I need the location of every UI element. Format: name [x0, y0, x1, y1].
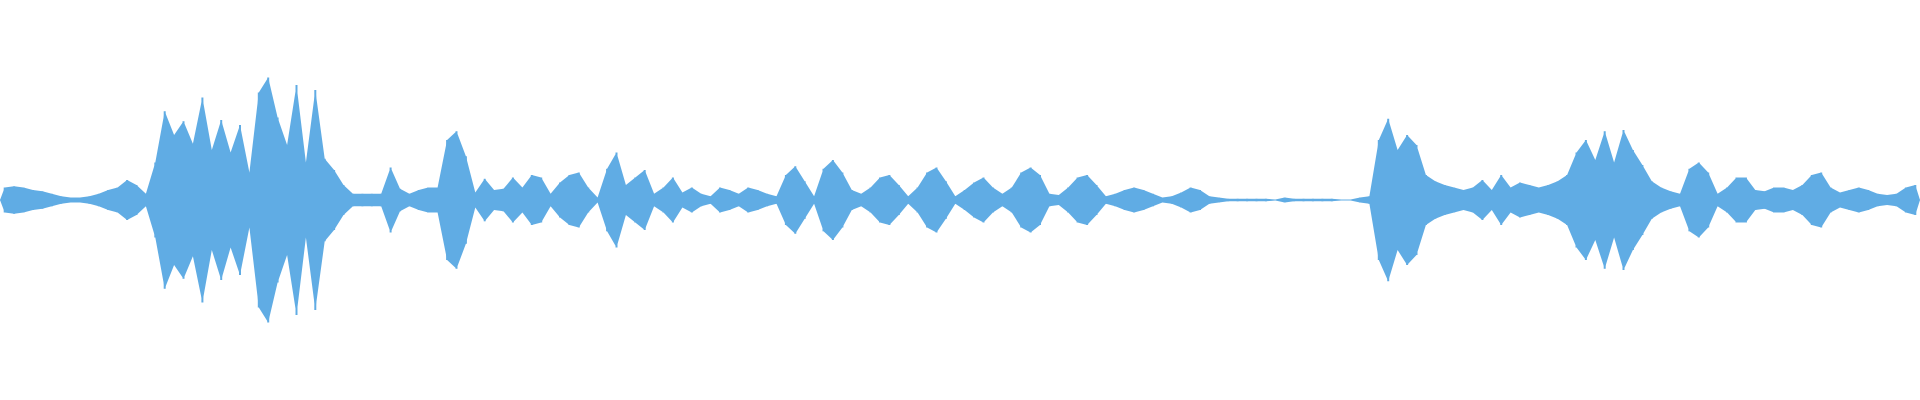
waveform-bars — [0, 77, 1920, 323]
